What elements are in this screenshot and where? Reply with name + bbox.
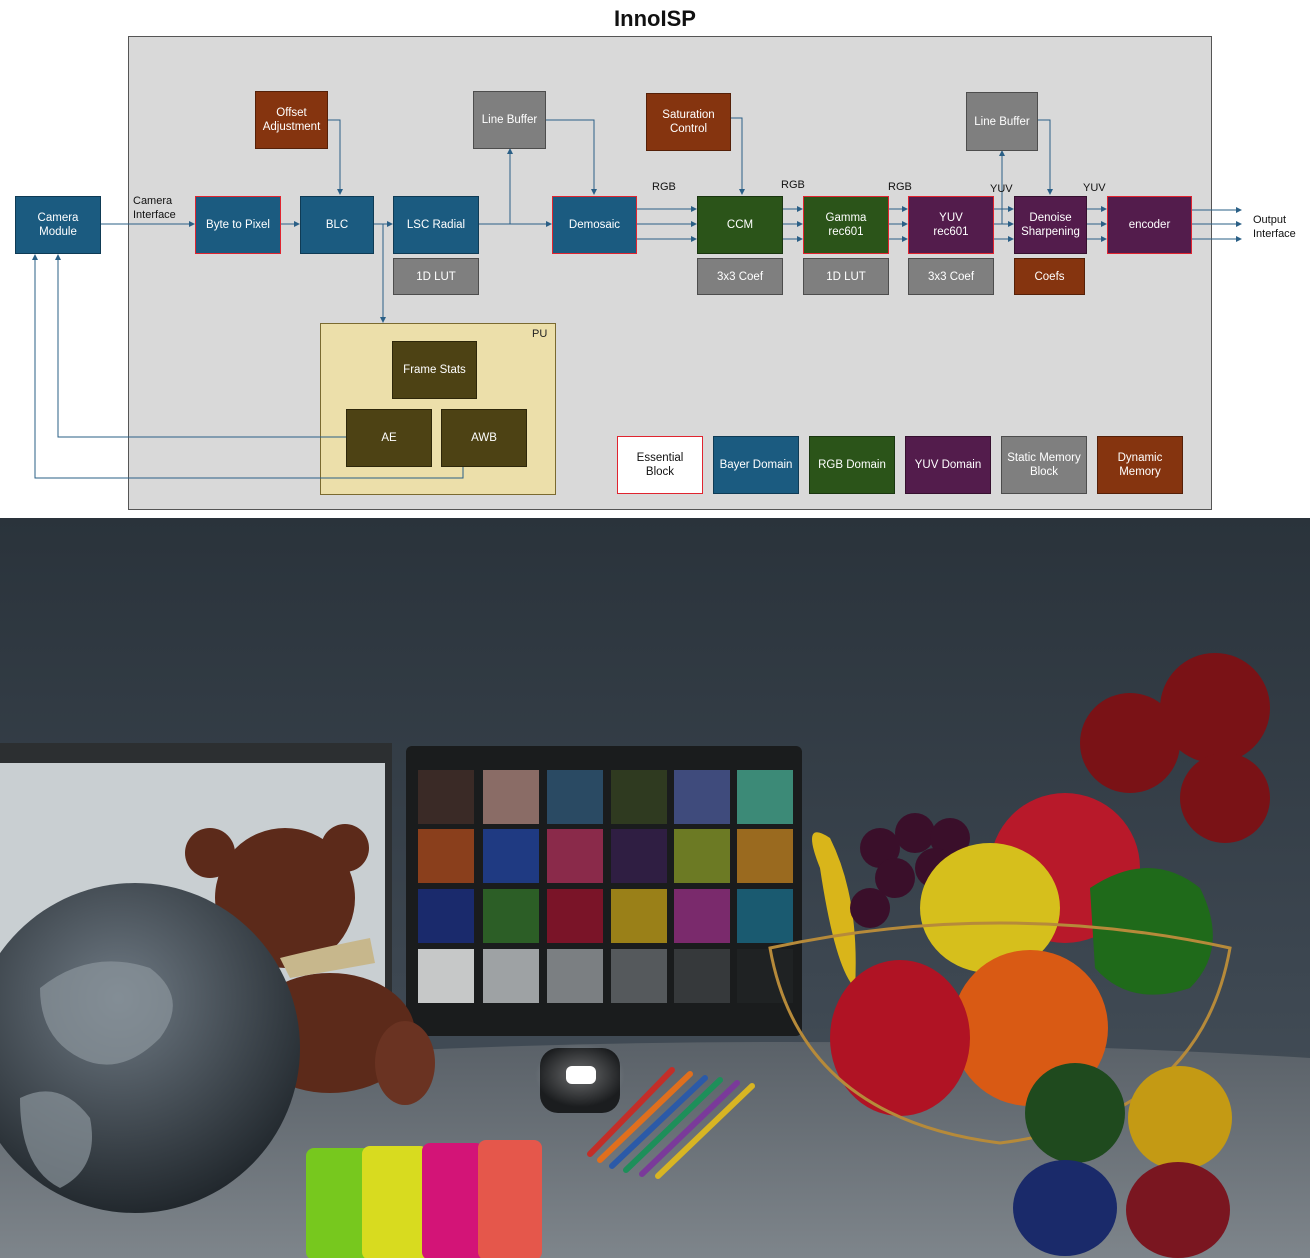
desk-lamp (535, 1043, 625, 1113)
wire-line-buffer-to-demosaic (545, 119, 597, 195)
colored-pencils (587, 1067, 755, 1179)
wire-ae-to-camera (55, 254, 346, 438)
denoise-sharpening-block: Denoise Sharpening (1014, 196, 1087, 254)
bear-ribbon (280, 938, 375, 978)
ccm-coef-block: 3x3 Coef (697, 258, 783, 295)
roses (1080, 653, 1270, 843)
line-buffer-2-block: Line Buffer (966, 92, 1038, 151)
awb-block: AWB (441, 409, 527, 467)
test-scene-photo (0, 518, 1310, 1258)
gamma-lut-block: 1D LUT (803, 258, 889, 295)
signal-label-yuv-2: YUV (1083, 182, 1106, 194)
highlighters (306, 1140, 542, 1258)
wire-offset-to-blc (327, 119, 343, 195)
offset-adjustment-block: Offset Adjustment (255, 91, 328, 149)
yuv-coef-block: 3x3 Coef (908, 258, 994, 295)
legend-rgb-domain: RGB Domain (809, 436, 895, 494)
legend-yuv-domain: YUV Domain (905, 436, 991, 494)
byte-to-pixel-block: Byte to Pixel (195, 196, 281, 254)
signal-label-yuv-1: YUV (990, 183, 1013, 195)
legend-dynamic-memory: Dynamic Memory (1097, 436, 1183, 494)
gamma-block: Gamma rec601 (803, 196, 889, 254)
pipeline-connections (32, 117, 1242, 479)
signal-label-rgb-1: RGB (652, 181, 676, 193)
ae-block: AE (346, 409, 432, 467)
line-buffer-1-block: Line Buffer (473, 91, 546, 149)
camera-interface-label: Camera Interface (133, 195, 176, 221)
signal-label-rgb-3: RGB (888, 181, 912, 193)
demosaic-block: Demosaic (552, 196, 637, 254)
lsc-lut-block: 1D LUT (393, 258, 479, 295)
teddy-bear (185, 824, 435, 1105)
lsc-radial-block: LSC Radial (393, 196, 479, 254)
blc-block: BLC (300, 196, 374, 254)
pu-label: PU (532, 328, 548, 340)
legend-bayer-domain: Bayer Domain (713, 436, 799, 494)
fruit-basket (768, 793, 1232, 1145)
camera-module-block: Camera Module (15, 196, 101, 254)
output-interface-label: Output Interface (1253, 214, 1296, 240)
saturation-control-block: Saturation Control (646, 93, 731, 151)
legend-essential-block: Essential Block (617, 436, 703, 494)
wire-line-buffer-to-denoise (1037, 119, 1053, 195)
frame-stats-block: Frame Stats (392, 341, 477, 399)
encoder-block: encoder (1107, 196, 1192, 254)
color-checker (406, 746, 802, 1036)
ccm-block: CCM (697, 196, 783, 254)
denoise-coefs-block: Coefs (1014, 258, 1085, 295)
yarn-balls (1013, 1063, 1232, 1258)
legend-static-memory: Static Memory Block (1001, 436, 1087, 494)
wire-saturation-to-ccm (730, 117, 745, 195)
wire-awb-to-camera (32, 254, 464, 479)
diagram-title: InnoISP (614, 6, 696, 31)
yuv-block: YUV rec601 (908, 196, 994, 254)
signal-label-rgb-2: RGB (781, 179, 805, 191)
